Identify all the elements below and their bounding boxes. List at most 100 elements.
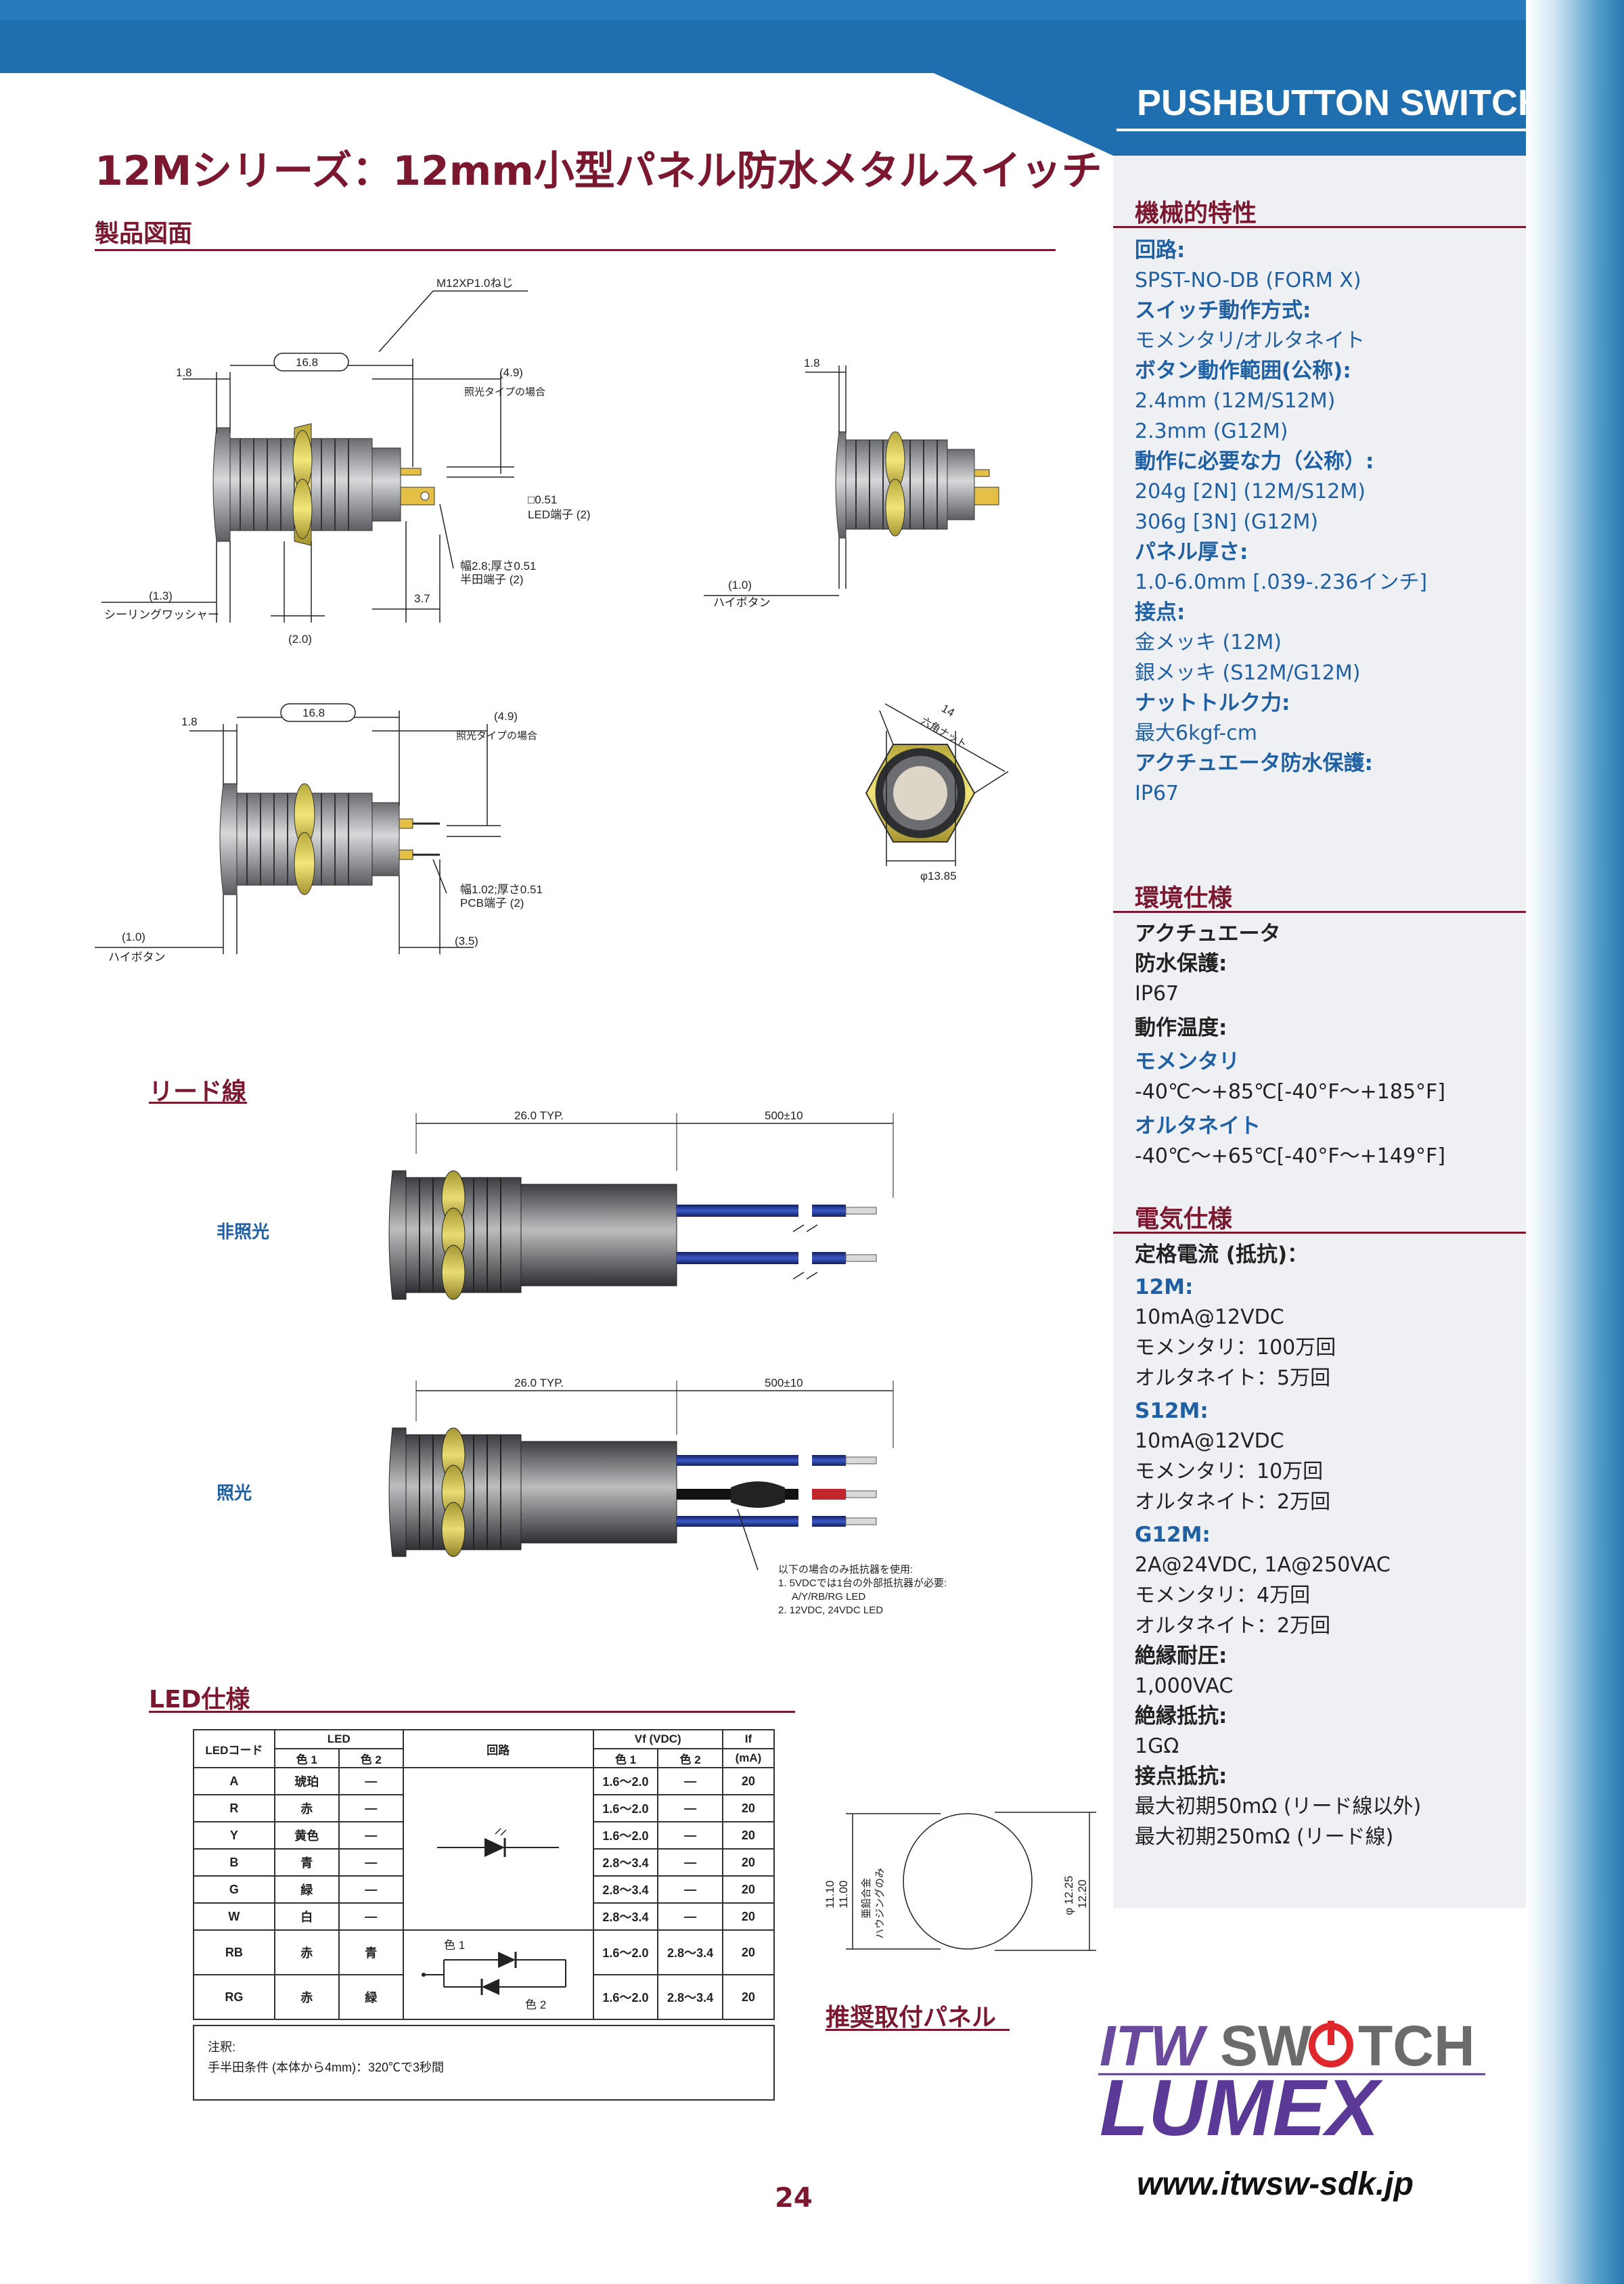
cell-color1: 青 (273, 1848, 340, 1877)
section-rule (826, 2029, 1010, 2031)
spec-circuit-value: SPST-NO-DB (FORM X) (1135, 269, 1361, 292)
dim-11-10: 11.10 (824, 1881, 836, 1908)
cell-color2: — (338, 1794, 404, 1822)
cell-color2: 青 (338, 1929, 404, 1975)
dim-13-85: φ13.85 (920, 870, 957, 882)
th-led: LED (273, 1729, 404, 1749)
th-vf: Vf (VDC) (592, 1729, 723, 1749)
product-drawings: 16.8 1.8 M12XP1.0ねじ (4.9) 照光タイプの場合 □0.51… (95, 277, 1009, 964)
cell-vf1: 1.6〜2.0 (592, 1929, 659, 1975)
dim-3-7: 3.7 (414, 592, 430, 605)
cell-vf1: 1.6〜2.0 (592, 1794, 659, 1822)
spec-panel-label: パネル厚さ: (1135, 540, 1248, 564)
spec-force-label: 動作に必要な力（公称）: (1135, 449, 1374, 474)
label-housing-only: ハウジングのみ (874, 1868, 886, 1939)
elec-s12m-value-1: 10mA@12VDC (1135, 1429, 1284, 1453)
env-seal-label: 防水保護: (1135, 951, 1227, 976)
cell-vf1: 1.6〜2.0 (592, 1974, 659, 2020)
cell-code: W (193, 1902, 275, 1931)
led-spec-table: LEDコード LED 回路 Vf (VDC) If 色 1 色 2 色 1 色 … (193, 1729, 775, 2020)
table-row: W 白 — 2.8〜3.4 — 20 (193, 1902, 775, 1931)
label-hi-button: ハイボタン (713, 596, 771, 609)
elec-g12m-label: G12M: (1135, 1523, 1211, 1547)
spec-torque-label: ナットトルク力: (1135, 691, 1290, 715)
cell-circuit-single (402, 1767, 594, 1931)
elec-contact-res-label: 接点抵抗: (1135, 1764, 1227, 1789)
spec-action-label: スイッチ動作方式: (1135, 298, 1311, 323)
env-momentary-label: モメンタリ (1135, 1050, 1240, 1074)
elec-contact-res-value-2: 最大初期250mΩ (リード線) (1135, 1825, 1394, 1849)
label-non-illum: 非照光 (217, 1222, 270, 1242)
spec-travel-label: ボタン動作範囲(公称): (1135, 359, 1351, 383)
sidebar-rule (1113, 226, 1526, 228)
spec-sidebar: 機械的特性 回路: SPST-NO-DB (FORM X) スイッチ動作方式: … (1113, 156, 1526, 1908)
elec-g12m-value-1: 2A@24VDC, 1A@250VAC (1135, 1553, 1391, 1577)
drawing-front-hex: φ13.85 14 六角ナット (865, 702, 1009, 882)
circuit-label-color2: 色 2 (525, 1998, 546, 2011)
dim-1-8-c: 1.8 (181, 715, 198, 728)
dim-16-8-b: 16.8 (302, 707, 325, 719)
label-pcb-terminal: PCB端子 (2) (460, 897, 524, 910)
cell-color2: — (338, 1848, 404, 1877)
spec-contact-value-1: 金メッキ (12M) (1135, 631, 1282, 654)
logo-itw-text: ITW (1100, 2017, 1209, 2078)
elec-12m-label: 12M: (1135, 1275, 1194, 1299)
spec-contact-value-2: 銀メッキ (S12M/G12M) (1135, 661, 1361, 685)
cell-vf1: 1.6〜2.0 (592, 1821, 659, 1850)
cell-color2: 緑 (338, 1974, 404, 2020)
dim-500: 500±10 (765, 1109, 803, 1122)
label-solder-terminal: 半田端子 (2) (460, 573, 524, 586)
side-gradient-stripe (1526, 0, 1624, 2284)
spec-force-value-2: 306g [3N] (G12M) (1135, 510, 1319, 534)
label-zinc-alloy: 亜鉛合金 (861, 1878, 872, 1919)
table-row: RB 赤 青 色 1 色 2 1.6〜2.0 2.8〜3.4 2 (193, 1929, 775, 2020)
logo-lumex-text: LUMEX (1100, 2063, 1383, 2152)
cell-color1: 赤 (273, 1794, 340, 1822)
sidebar-head-mechanical: 機械的特性 (1135, 200, 1257, 227)
spec-circuit-label: 回路: (1135, 238, 1186, 263)
led-note-title: 注釈: (208, 2040, 236, 2054)
elec-12m-value-1: 10mA@12VDC (1135, 1305, 1284, 1329)
cell-vf2: — (657, 1848, 723, 1877)
env-alternate-label: オルタネイト (1135, 1114, 1261, 1138)
dim-26-typ: 26.0 TYP. (514, 1109, 564, 1122)
spec-contact-label: 接点: (1135, 600, 1186, 625)
section-title-led: LED仕様 (149, 1686, 250, 1714)
dim-1-0-b: (1.0) (122, 931, 145, 943)
website-link[interactable]: www.itwsw-sdk.jp (1137, 2166, 1414, 2202)
section-rule (149, 1102, 247, 1104)
section-title-drawing: 製品図面 (95, 220, 193, 248)
label-illum-type: 照光タイプの場合 (464, 386, 545, 398)
spec-action-value: モメンタリ/オルタネイト (1135, 329, 1366, 353)
cell-vf1: 2.8〜3.4 (592, 1902, 659, 1931)
elec-insulation-value: 1GΩ (1135, 1734, 1179, 1758)
page-number: 24 (775, 2182, 813, 2214)
elec-rating-label: 定格電流 (抵抗)： (1135, 1242, 1309, 1267)
elec-dielectric-value: 1,000VAC (1135, 1674, 1234, 1698)
cell-code: RG (193, 1974, 275, 2020)
table-row: RG 赤 緑 1.6〜2.0 2.8〜3.4 20 (193, 1974, 775, 2020)
spec-force-value-1: 204g [2N] (12M/S12M) (1135, 480, 1366, 503)
lead-non-illum: 26.0 TYP. 500±10 (388, 1109, 894, 1300)
dim-11-00: 11.00 (837, 1881, 850, 1908)
env-actuator-label: アクチュエータ (1135, 922, 1281, 946)
elec-contact-res-value-1: 最大初期50mΩ (リード線以外) (1135, 1795, 1422, 1818)
cell-code: R (193, 1794, 275, 1822)
cell-color2: — (338, 1902, 404, 1931)
cell-code: Y (193, 1821, 275, 1850)
elec-12m-value-3: オルタネイト：5万回 (1135, 1366, 1331, 1390)
spec-seal-value: IP67 (1135, 782, 1179, 805)
cell-color1: 黄色 (273, 1821, 340, 1850)
led-note-box: 注釈: 手半田条件 (本体から4mm)：320℃で3秒間 (193, 2025, 775, 2101)
cell-if: 20 (721, 1821, 775, 1850)
cell-vf2: 2.8〜3.4 (657, 1929, 723, 1975)
dim-1-8: 1.8 (176, 366, 192, 379)
dim-3-5: (3.5) (455, 935, 478, 947)
env-alternate-value: -40℃〜+65℃[-40°F〜+149°F] (1135, 1144, 1446, 1168)
cell-color2: — (338, 1767, 404, 1795)
cell-if: 20 (721, 1848, 775, 1877)
sidebar-rule (1113, 1232, 1526, 1234)
sidebar-env-block: アクチュエータ 防水保護: IP67 動作温度: モメンタリ -40℃〜+85℃… (1135, 919, 1520, 1171)
dim-26-typ-b: 26.0 TYP. (514, 1376, 564, 1389)
cell-color1: 緑 (273, 1875, 340, 1904)
